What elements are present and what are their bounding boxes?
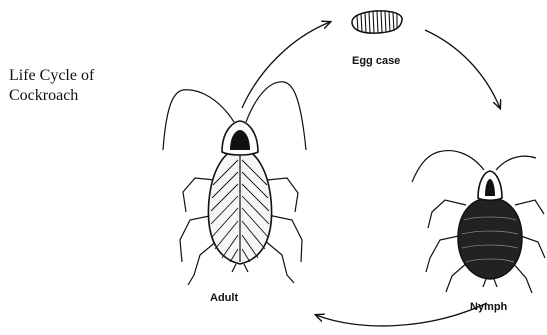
adult-label: Adult <box>210 292 238 304</box>
nymph-illustration <box>412 151 545 293</box>
arrow-nymph-to-adult <box>316 303 487 326</box>
arrow-adult-to-egg <box>242 22 330 108</box>
egg-case-illustration <box>352 11 402 33</box>
nymph-label: Nymph <box>470 301 507 313</box>
adult-cockroach-illustration <box>163 82 306 285</box>
arrow-egg-to-nymph <box>425 30 500 108</box>
egg-case-label: Egg case <box>352 55 400 67</box>
